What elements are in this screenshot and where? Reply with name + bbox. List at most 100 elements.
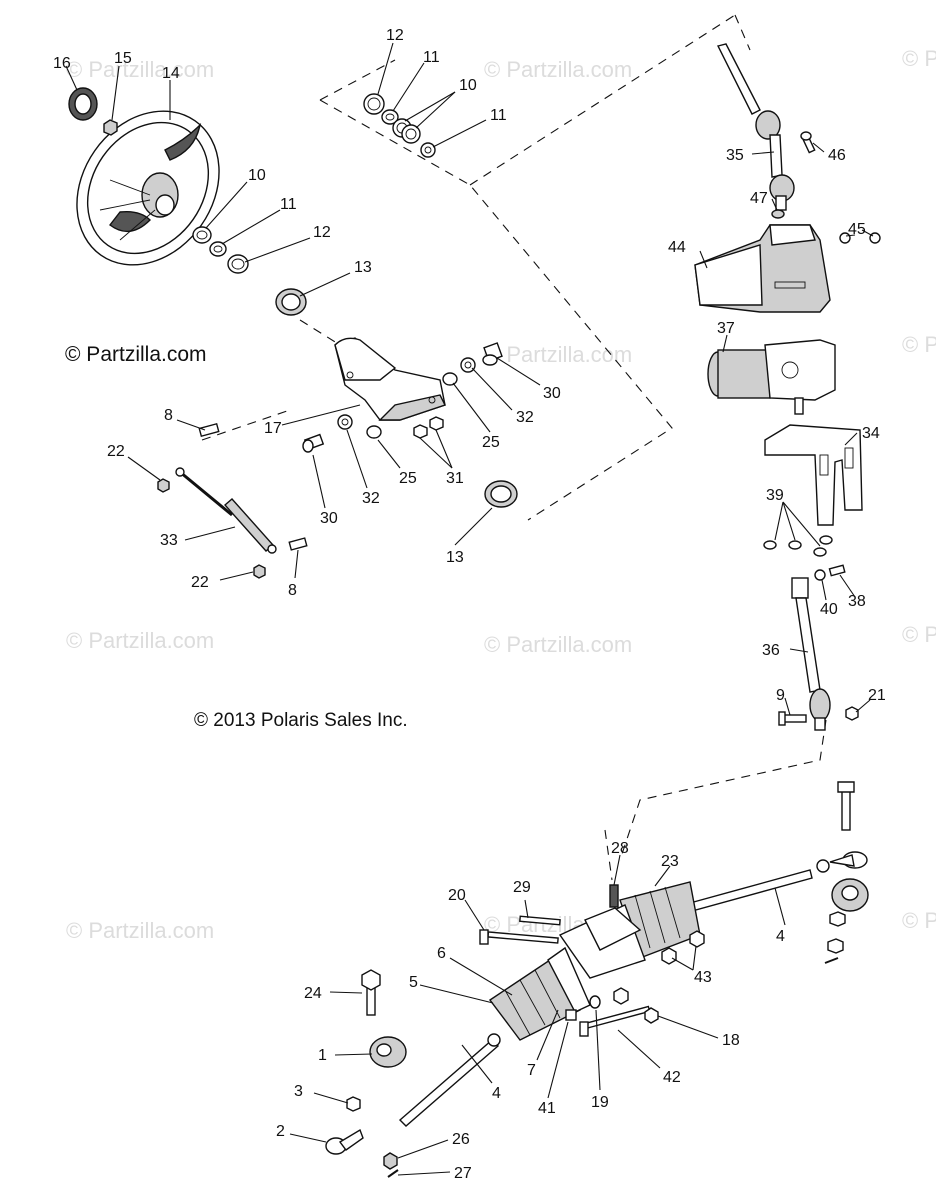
callout-6: 6 [437,945,446,962]
callout-11: 11 [280,196,297,213]
bushing-12-upper [363,93,385,115]
callout-22: 22 [191,574,209,591]
callout-47: 47 [750,190,768,207]
watermark-text: © Partzilla.com [484,57,632,82]
polaris-copyright: © 2013 Polaris Sales Inc. [194,710,408,731]
leader-lines [65,42,874,1176]
callout-12: 12 [313,224,331,241]
mount-bracket-34 [764,424,863,526]
callout-20: 20 [448,887,466,904]
callout-14: 14 [162,65,180,82]
washer-19 [589,995,601,1009]
callout-42: 42 [663,1069,681,1086]
tie-rod-end-2 [325,1128,364,1155]
upper-steering-shaft-35 [716,43,795,211]
watermark-text: © Partzilla.com [484,632,632,657]
callout-19: 19 [591,1094,609,1111]
nut-31 [413,416,444,439]
callout-31: 31 [446,470,464,487]
bolt-8-upper [198,422,220,438]
callout-27: 27 [454,1165,472,1182]
callout-28: 28 [611,840,629,857]
bushing-1 [369,1036,407,1068]
callout-11: 11 [490,107,507,124]
callout-30: 30 [543,385,561,402]
callout-32: 32 [362,490,380,507]
cotter-pin-right [824,957,839,964]
assembly-dash-lines [201,14,827,881]
nuts-43 [613,930,705,1005]
nut-3 [346,1096,361,1112]
washer-10-lower [192,226,212,244]
callout-15: 15 [114,50,132,67]
tie-rod-right-4 [689,859,830,912]
watermark-text: © Partzilla.com [902,332,936,357]
watermark-text: © Partzilla.com [902,46,936,71]
washer-11-upper-b [420,142,436,158]
washer-25-lower [366,425,382,439]
lower-steering-shaft-36 [791,577,831,731]
callout-11: 11 [423,49,440,66]
callout-25: 25 [399,470,417,487]
callout-24: 24 [304,985,322,1002]
callout-22: 22 [107,443,125,460]
washer-11-lower [209,241,227,257]
steering-wheel [76,110,220,266]
callout-39: 39 [766,487,784,504]
callout-40: 40 [820,601,838,618]
callout-32: 32 [516,409,534,426]
bolt-29 [519,915,561,926]
callout-44: 44 [668,239,686,256]
callout-13: 13 [354,259,372,276]
callout-3: 3 [294,1083,303,1100]
nut-22-upper [157,478,170,493]
callout-10: 10 [459,77,477,94]
power-steering-unit-37 [707,339,836,415]
callout-4: 4 [776,928,785,945]
callout-18: 18 [722,1032,740,1049]
bolt-46 [800,131,816,154]
callout-29: 29 [513,879,531,896]
watermark-text: © Partzilla.com [66,918,214,943]
bolt-38 [828,564,846,577]
watermark-text: © Partzilla.com [902,908,936,933]
cotter-pin-27 [387,1169,399,1178]
nut-21 [845,706,859,721]
column-cover-44 [694,224,831,313]
bolt-41 [565,1009,577,1021]
washer-11-upper-a [381,109,399,125]
watermark-text: © Partzilla.com [66,628,214,653]
callout-35: 35 [726,147,744,164]
callout-numbers: 16 15 14 12 11 10 11 10 11 12 13 35 46 4… [53,27,886,1182]
callout-25: 25 [482,434,500,451]
nut-47 [771,209,785,219]
boot-6 [488,959,581,1041]
bolt-8-lower [288,537,308,551]
bearing-13-upper [275,288,307,316]
callout-12: 12 [386,27,404,44]
bolt-9 [778,711,807,726]
bushing-32-lower [337,414,353,430]
callout-2: 2 [276,1123,285,1140]
long-bolt-upper-right [837,781,855,831]
callout-17: 17 [264,420,282,437]
bolt-30-lower [302,433,325,453]
callout-34: 34 [862,425,880,442]
callout-10: 10 [248,167,266,184]
callout-8: 8 [288,582,297,599]
rack-housing [558,904,646,979]
callout-26: 26 [452,1131,470,1148]
washer-40 [814,569,826,581]
column-bracket-17 [334,337,446,421]
callout-38: 38 [848,593,866,610]
watermark-text: © Partzilla.com [902,622,936,647]
bushing-12-lower [227,254,249,274]
watermarks: © Partzilla.com © Partzilla.com © Partzi… [66,46,936,943]
nut-right [827,911,846,954]
bearing-13-lower [484,480,518,508]
callout-36: 36 [762,642,780,659]
washer-10-upper [392,118,421,144]
callout-8: 8 [164,407,173,424]
nut-15 [103,119,118,136]
nut-18 [644,1007,659,1024]
